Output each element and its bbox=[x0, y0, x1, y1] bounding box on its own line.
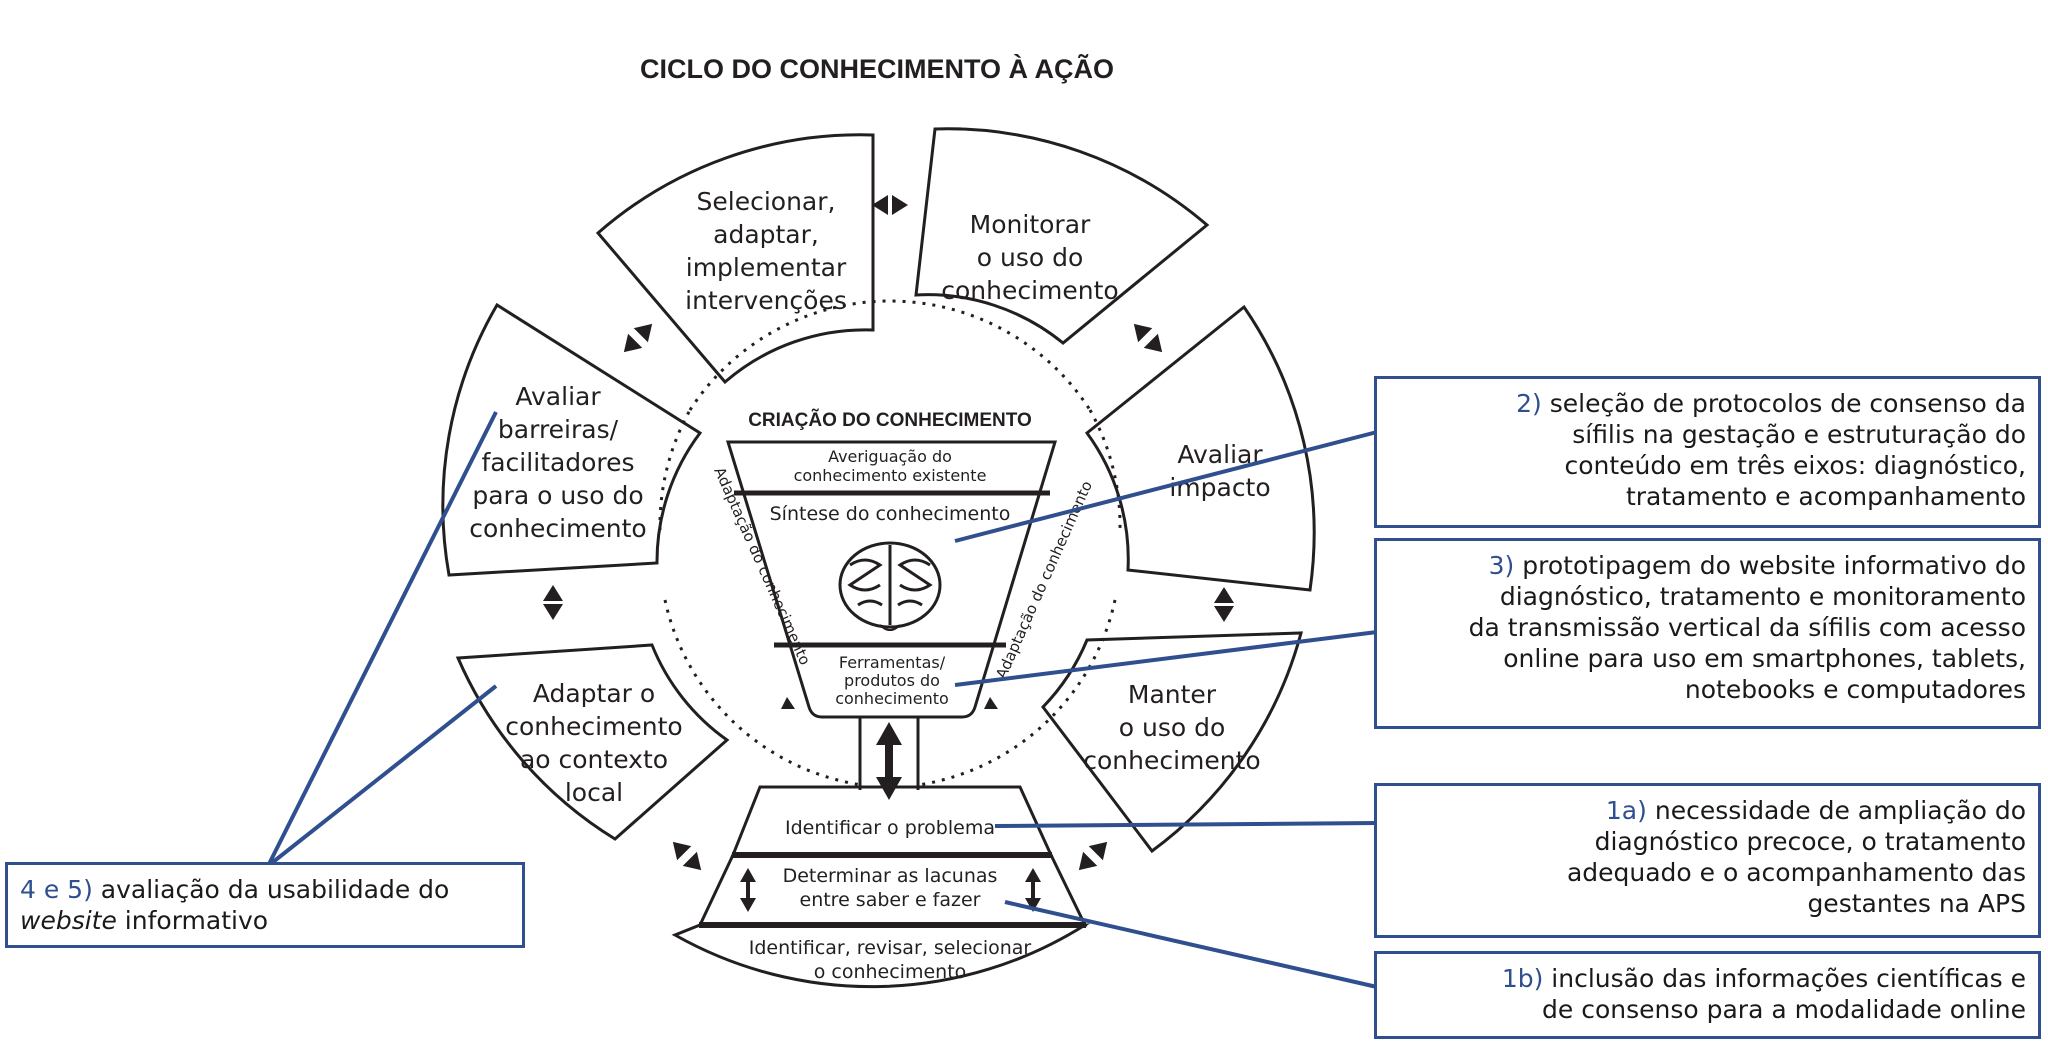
determinar-line-1: Determinar as lacunas bbox=[783, 865, 998, 887]
note-3-line-3: da transmissão vertical da sífilis com a… bbox=[1468, 613, 2026, 642]
barreiras-line-1: Avaliar bbox=[515, 382, 601, 411]
note-1a-line-2: diagnóstico precoce, o tratamento bbox=[1594, 827, 2026, 856]
revisar-line-2: o conhecimento bbox=[814, 961, 967, 983]
note-4-5-line-1: avaliação da usabilidade do bbox=[100, 875, 450, 904]
note-2-line-4: tratamento e acompanhamento bbox=[1625, 482, 2026, 511]
segment-labels: Selecionar, adaptar, implementar interve… bbox=[469, 187, 1270, 807]
monitorar-line-1: Monitorar bbox=[970, 210, 1091, 239]
funnel-stem bbox=[858, 717, 920, 790]
note-3: 3) prototipagem do website informativo d… bbox=[1374, 538, 2041, 729]
manter-line-1: Manter bbox=[1128, 680, 1217, 709]
manter-line-3: conhecimento bbox=[1083, 746, 1260, 775]
note-1b-line-2: de consenso para a modalidade online bbox=[1542, 995, 2026, 1024]
determinar-line-2: entre saber e fazer bbox=[800, 889, 981, 911]
cycle-segments bbox=[441, 127, 1316, 854]
cycle-arrows bbox=[543, 195, 1234, 912]
note-2-line-1: seleção de protocolos de consenso da bbox=[1549, 389, 2026, 418]
note-4-5-line-2: informativo bbox=[116, 906, 269, 935]
sintese-label: Síntese do conhecimento bbox=[770, 503, 1011, 525]
segment-adaptar bbox=[455, 643, 730, 841]
note-2-number: 2) bbox=[1516, 389, 1542, 418]
averiguacao-line-2: conhecimento existente bbox=[794, 466, 987, 485]
base-block bbox=[671, 785, 1091, 989]
segment-monitorar bbox=[914, 127, 1210, 345]
funnel-title: CRIAÇÃO DO CONHECIMENTO bbox=[748, 409, 1032, 431]
note-2: 2) seleção de protocolos de consenso da … bbox=[1374, 376, 2041, 528]
note-1a-line-3: adequado e o acompanhamento das bbox=[1566, 858, 2026, 887]
selecionar-line-1: Selecionar, bbox=[697, 187, 836, 216]
selecionar-line-4: intervenções bbox=[685, 286, 847, 315]
diagram-title: CICLO DO CONHECIMENTO À AÇÃO bbox=[640, 53, 1114, 84]
note-1a-line-1: necessidade de ampliação do bbox=[1654, 796, 2026, 825]
arrow-base-right-icon bbox=[1025, 868, 1041, 912]
note-3-line-1: prototipagem do website informativo do bbox=[1522, 551, 2026, 580]
note-1b: 1b) inclusão das informações científicas… bbox=[1374, 951, 2041, 1039]
connector-1a bbox=[994, 821, 1378, 828]
segment-manter bbox=[1041, 631, 1303, 854]
arrow-right-icon bbox=[1214, 587, 1234, 622]
arrow-top-icon bbox=[872, 195, 908, 215]
segment-selecionar bbox=[595, 133, 875, 385]
revisar-line-1: Identificar, revisar, selecionar bbox=[749, 937, 1032, 959]
note-2-line-2: sífilis na gestação e estruturação do bbox=[1572, 420, 2026, 449]
ferramentas-line-1: Ferramentas/ bbox=[839, 653, 946, 672]
adaptar-line-3: ao contexto bbox=[520, 745, 668, 774]
connector-45b bbox=[266, 684, 498, 868]
note-1b-number: 1b) bbox=[1501, 964, 1544, 993]
selecionar-line-3: implementar bbox=[686, 253, 847, 282]
brain-icon bbox=[838, 541, 942, 631]
note-3-line-5: notebooks e computadores bbox=[1684, 675, 2026, 704]
arrow-left-icon bbox=[543, 585, 563, 620]
arrow-funnel-left-icon bbox=[781, 697, 795, 709]
barreiras-line-2: barreiras/ bbox=[498, 415, 619, 444]
barreiras-line-4: para o uso do bbox=[472, 481, 643, 510]
identificar-label: Identificar o problema bbox=[785, 817, 995, 839]
manter-line-2: o uso do bbox=[1119, 713, 1226, 742]
arrow-upper-right-icon bbox=[1133, 323, 1163, 353]
segment-avaliar-impacto bbox=[1084, 304, 1316, 592]
barreiras-line-3: facilitadores bbox=[481, 448, 634, 477]
note-2-line-3: conteúdo em três eixos: diagnóstico, bbox=[1564, 451, 2026, 480]
arrow-upper-left-icon bbox=[623, 323, 653, 353]
adaptar-line-1: Adaptar o bbox=[533, 679, 655, 708]
base-revisar bbox=[671, 923, 1091, 989]
connector-2 bbox=[954, 430, 1378, 543]
note-1a: 1a) necessidade de ampliação do diagnóst… bbox=[1374, 783, 2041, 938]
note-3-line-4: online para uso em smartphones, tablets, bbox=[1503, 644, 2026, 673]
arrow-lower-left-icon bbox=[672, 841, 702, 871]
arrow-lower-right-icon bbox=[1078, 841, 1108, 871]
note-3-number: 3) bbox=[1488, 551, 1515, 580]
note-4-5-italic: website bbox=[20, 906, 117, 935]
note-3-line-2: diagnóstico, tratamento e monitoramento bbox=[1499, 582, 2026, 611]
avaliar-impacto-line-2: impacto bbox=[1169, 473, 1270, 502]
adaptar-line-4: local bbox=[565, 778, 623, 807]
arrow-stem-icon bbox=[876, 722, 902, 800]
ferramentas-line-3: conhecimento bbox=[835, 689, 949, 708]
connector-1b bbox=[1004, 900, 1378, 989]
dotted-ring bbox=[658, 299, 1122, 787]
connector-lines bbox=[266, 411, 1378, 989]
monitorar-line-2: o uso do bbox=[977, 243, 1084, 272]
note-1b-line-1: inclusão das informações científicas e bbox=[1551, 964, 2026, 993]
arrow-funnel-right-icon bbox=[984, 697, 998, 709]
connector-3 bbox=[954, 630, 1378, 687]
base-labels: Identificar o problema Determinar as lac… bbox=[749, 817, 1032, 983]
selecionar-line-2: adaptar, bbox=[713, 220, 819, 249]
ferramentas-line-2: produtos do bbox=[844, 671, 940, 690]
monitorar-line-3: conhecimento bbox=[941, 276, 1118, 305]
note-4-5: 4 e 5) avaliação da usabilidade do websi… bbox=[5, 862, 525, 948]
connector-45a bbox=[266, 411, 498, 867]
averiguacao-line-1: Averiguação do bbox=[828, 447, 952, 466]
arrow-base-left-icon bbox=[740, 868, 756, 912]
note-1a-number: 1a) bbox=[1605, 796, 1647, 825]
barreiras-line-5: conhecimento bbox=[469, 514, 646, 543]
note-1a-line-4: gestantes na APS bbox=[1807, 889, 2026, 918]
note-4-5-number: 4 e 5) bbox=[20, 875, 93, 904]
adaptar-line-2: conhecimento bbox=[505, 712, 682, 741]
